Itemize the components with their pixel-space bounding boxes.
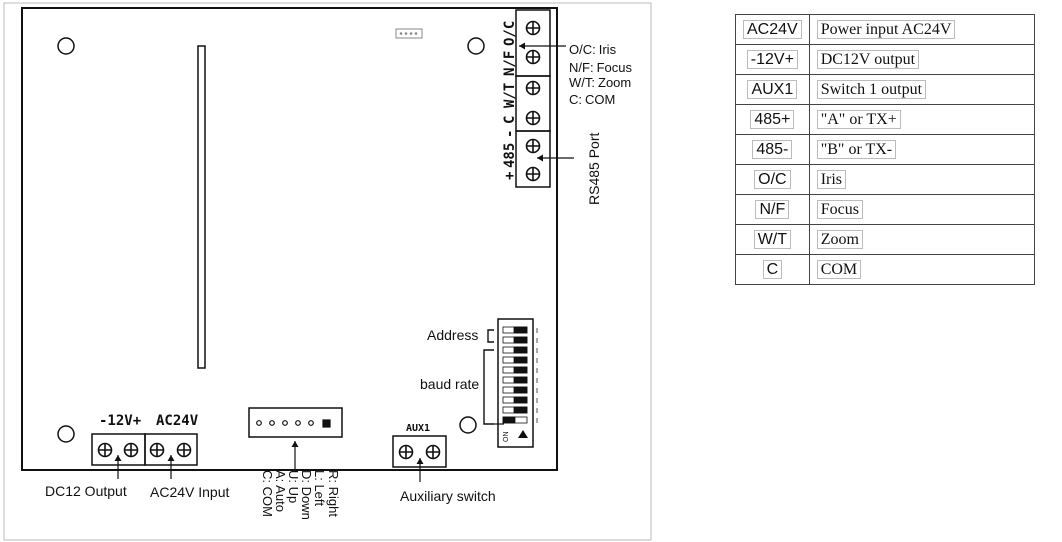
pin-label-com: C: COM [260, 470, 275, 517]
note-code: O/C: [569, 42, 596, 57]
legend-row: -12V+ DC12V output [735, 44, 1035, 75]
legend-row: 485- "B" or TX- [735, 134, 1035, 165]
legend-key: C [762, 259, 783, 279]
baud-label: baud rate [420, 376, 479, 392]
arrow-icon [537, 154, 543, 162]
legend-row: C COM [735, 254, 1035, 285]
power-label-12v: -12V+ [99, 413, 141, 429]
image-frame [3, 2, 652, 541]
note-name: Zoom [598, 75, 631, 90]
mount-hole [467, 37, 485, 55]
pin-label-auto: A: Auto [273, 470, 288, 512]
legend-key: 485+ [750, 109, 795, 129]
terminal-screw-icon [398, 444, 441, 460]
terminal-label-minus: - [502, 130, 518, 138]
power-label-ac24v: AC24V [156, 413, 199, 429]
terminal-block-lens [515, 9, 551, 77]
svg-text:N/F:Focus: N/F:Focus [569, 60, 632, 75]
terminal-label-oc: O/C [502, 21, 518, 46]
terminal-label-plus: + [502, 172, 518, 180]
address-label: Address [427, 327, 478, 343]
dip-pin-numbers [536, 328, 538, 423]
note-code: W/T: [569, 75, 595, 90]
note-code: N/F: [569, 60, 594, 75]
legend-value: Focus [816, 199, 863, 219]
legend-key: 485- [752, 139, 793, 159]
terminal-screw-icon [525, 20, 541, 182]
note-name: Iris [599, 42, 617, 57]
mount-hole [57, 425, 75, 443]
ptz-header [248, 407, 343, 438]
terminal-label-485: 485 [502, 143, 518, 168]
terminal-label-c: C [502, 116, 518, 124]
arrow-icon [167, 455, 175, 461]
mount-hole [57, 37, 75, 55]
ac24v-input-label: AC24V Input [150, 484, 229, 500]
wiring-diagram: O/C N/F W/T C - 485 + O/C:Iris N/F:Focus… [3, 2, 652, 541]
pin-label-right: R: Right [326, 470, 341, 517]
pin-label-left: L: Left [312, 470, 327, 507]
pin-label-up: U: Up [286, 470, 301, 503]
terminal-screw-icon [97, 442, 192, 458]
terminal-label-wt: W/T [502, 83, 518, 108]
legend-value: "B" or TX- [816, 139, 897, 159]
note-name: Focus [597, 60, 633, 75]
mount-hole [459, 416, 477, 434]
legend-value: DC12V output [816, 49, 920, 69]
legend-key: O/C [754, 169, 791, 189]
ptz-pin-labels: R: Right L: Left D: Down U: Up A: Auto C… [260, 470, 341, 520]
note-code: C: [569, 92, 582, 107]
legend-key: W/T [753, 229, 792, 249]
legend-row: N/F Focus [735, 194, 1035, 225]
svg-text:O/C:Iris: O/C:Iris [569, 42, 617, 57]
svg-text:W/T:Zoom: W/T:Zoom [569, 75, 631, 90]
arrow-icon [291, 441, 299, 447]
legend-value: Iris [816, 169, 847, 189]
aux1-title: AUX1 [406, 423, 430, 434]
legend-key: -12V+ [746, 49, 798, 69]
dip-switch [497, 318, 534, 448]
rs485-label: RS485 Port [586, 133, 602, 205]
legend-key: AC24V [743, 19, 802, 39]
arrow-up-icon [518, 430, 528, 438]
terminal-label-nf: N/F [502, 51, 518, 76]
legend-value: "A" or TX+ [816, 109, 901, 129]
arrow-icon [416, 458, 424, 464]
legend-value: Switch 1 output [816, 79, 927, 99]
legend-row: W/T Zoom [735, 224, 1035, 255]
arrow-icon [114, 455, 122, 461]
legend-row: O/C Iris [735, 164, 1035, 195]
lens-notes: O/C:Iris N/F:Focus W/T:Zoom C:COM [569, 42, 632, 107]
terminal-legend-table: AC24V Power input AC24V -12V+ DC12V output… [735, 14, 1035, 285]
baud-bracket [483, 349, 494, 425]
legend-key: AUX1 [747, 79, 798, 99]
dc12-output-label: DC12 Output [45, 483, 127, 499]
board-drawing: O/C N/F W/T C - 485 + O/C:Iris N/F:Focus… [3, 2, 652, 541]
legend-row: AUX1 Switch 1 output [735, 74, 1035, 105]
ptz-header-pins [256, 419, 331, 428]
legend-key: N/F [755, 199, 790, 219]
dip-on-label: ON [503, 432, 510, 443]
legend-value: Zoom [816, 229, 863, 249]
note-name: COM [585, 92, 615, 107]
legend-value: Power input AC24V [816, 19, 956, 39]
legend-value: COM [816, 259, 862, 279]
pin-label-down: D: Down [299, 470, 314, 520]
dip-switch-levers [502, 326, 528, 424]
legend-row: AC24V Power input AC24V [735, 14, 1035, 45]
arrow-icon [519, 42, 525, 50]
terminal-block-485 [515, 130, 551, 188]
address-bracket [487, 329, 494, 343]
svg-text:C:COM: C:COM [569, 92, 615, 107]
legend-row: 485+ "A" or TX+ [735, 104, 1035, 135]
aux-switch-label: Auxiliary switch [400, 488, 496, 504]
small-header [395, 28, 423, 39]
pcb-outline [21, 7, 558, 471]
board-slot [197, 45, 206, 369]
